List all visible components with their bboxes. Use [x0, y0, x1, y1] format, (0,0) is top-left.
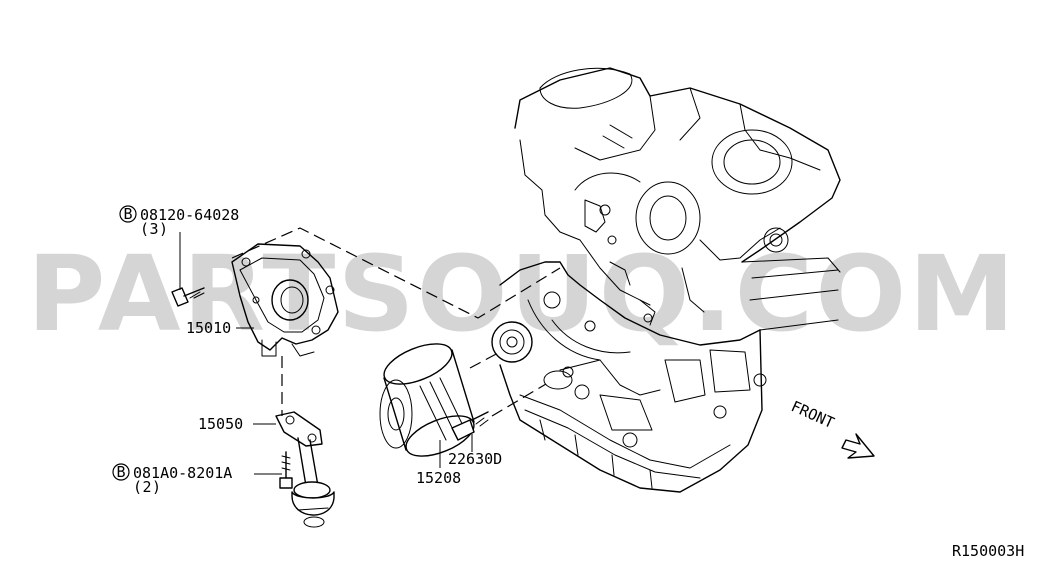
- bolt-bottom: [279, 451, 293, 489]
- watermark: PARTSOUQ.COM: [27, 233, 1017, 355]
- bolt-top-badge: B: [123, 205, 132, 223]
- label-bolt-bottom: B 081A0-8201A (2): [112, 463, 232, 496]
- bolt-bottom-part-no: 081A0-8201A: [133, 464, 232, 482]
- oil-pressure-switch: [451, 411, 489, 441]
- leader-lines: [179, 232, 473, 475]
- bolt-top: [171, 287, 205, 307]
- bolt-bottom-qty: (2): [133, 478, 161, 496]
- pressure-switch-part-no: 22630D: [448, 450, 502, 468]
- oil-pump: [231, 243, 339, 357]
- bolt-bottom-badge: B: [116, 463, 125, 481]
- front-label: FRONT: [788, 397, 837, 432]
- front-arrow-icon: [841, 433, 875, 459]
- label-bolt-top: B 08120-64028 (3): [119, 205, 239, 238]
- oil-pump-part-no: 15010: [186, 319, 231, 337]
- front-indicator: FRONT: [788, 397, 875, 459]
- bolt-top-part-no: 08120-64028: [140, 206, 239, 224]
- bolt-top-qty: (3): [140, 220, 168, 238]
- oil-filter-part-no: 15208: [416, 469, 461, 487]
- diagram-reference: R150003H: [952, 542, 1024, 560]
- oil-strainer: [275, 411, 335, 528]
- strainer-part-no: 15050: [198, 415, 243, 433]
- assembly-lines: [231, 227, 561, 417]
- oil-filter: [379, 343, 475, 457]
- engine-block: [491, 67, 841, 493]
